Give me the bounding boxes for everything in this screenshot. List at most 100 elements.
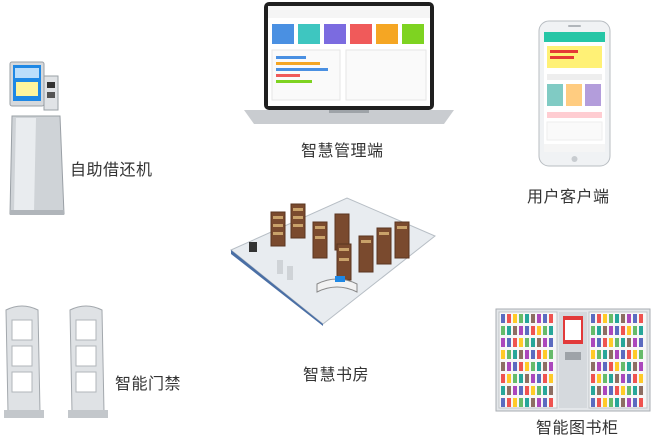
book-spine bbox=[537, 386, 541, 395]
book-spine bbox=[513, 326, 517, 335]
book-spine bbox=[513, 314, 517, 323]
book-spine bbox=[531, 326, 535, 335]
book-spine bbox=[525, 374, 529, 383]
book-spine bbox=[639, 398, 643, 407]
book-spine bbox=[507, 374, 511, 383]
book-spine bbox=[627, 374, 631, 383]
management-label: 智慧管理端 bbox=[301, 141, 384, 160]
book-spine bbox=[603, 398, 607, 407]
book-spine bbox=[531, 362, 535, 371]
book-spine bbox=[603, 386, 607, 395]
book-spine bbox=[513, 362, 517, 371]
book-spine bbox=[633, 350, 637, 359]
book-spine bbox=[549, 350, 553, 359]
book-spine bbox=[627, 338, 631, 347]
book-spine bbox=[597, 386, 601, 395]
book-spine bbox=[519, 374, 523, 383]
dashboard-tile bbox=[298, 24, 320, 44]
book-spine bbox=[639, 362, 643, 371]
book-spine bbox=[591, 398, 595, 407]
book-spine bbox=[513, 398, 517, 407]
book-spine bbox=[501, 362, 505, 371]
book-spine bbox=[531, 338, 535, 347]
book-spine bbox=[519, 326, 523, 335]
book-spine bbox=[627, 326, 631, 335]
book-spine bbox=[549, 338, 553, 347]
book-spine bbox=[591, 374, 595, 383]
book-spine bbox=[519, 362, 523, 371]
book-spine bbox=[525, 338, 529, 347]
dashboard-tile bbox=[350, 24, 372, 44]
book-spine bbox=[519, 338, 523, 347]
dashboard-tile bbox=[272, 24, 294, 44]
book-spine bbox=[597, 314, 601, 323]
book-spine bbox=[519, 386, 523, 395]
book-spine bbox=[513, 350, 517, 359]
book-spine bbox=[537, 326, 541, 335]
book-spine bbox=[549, 314, 553, 323]
book-spine bbox=[543, 386, 547, 395]
book-spine bbox=[507, 386, 511, 395]
book-spine bbox=[633, 338, 637, 347]
book-spine bbox=[591, 314, 595, 323]
security-gate-image bbox=[4, 305, 108, 418]
book-spine bbox=[627, 350, 631, 359]
book-spine bbox=[513, 374, 517, 383]
book-spine bbox=[615, 362, 619, 371]
book-spine bbox=[621, 362, 625, 371]
book-spine bbox=[615, 398, 619, 407]
book-spine bbox=[501, 398, 505, 407]
book-spine bbox=[633, 362, 637, 371]
book-spine bbox=[543, 398, 547, 407]
book-spine bbox=[603, 362, 607, 371]
dashboard-tile bbox=[402, 24, 424, 44]
book-spine bbox=[513, 386, 517, 395]
book-spine bbox=[543, 350, 547, 359]
book-spine bbox=[507, 398, 511, 407]
book-spine bbox=[609, 326, 613, 335]
book-spine bbox=[621, 338, 625, 347]
book-spine bbox=[549, 398, 553, 407]
book-spine bbox=[531, 374, 535, 383]
book-spine bbox=[507, 338, 511, 347]
book-spine bbox=[501, 386, 505, 395]
book-spine bbox=[609, 350, 613, 359]
book-spine bbox=[537, 362, 541, 371]
book-spine bbox=[501, 374, 505, 383]
book-spine bbox=[549, 374, 553, 383]
book-spine bbox=[537, 314, 541, 323]
book-spine bbox=[615, 350, 619, 359]
book-spine bbox=[501, 350, 505, 359]
book-spine bbox=[627, 314, 631, 323]
book-spine bbox=[543, 338, 547, 347]
book-spine bbox=[543, 374, 547, 383]
book-spine bbox=[531, 314, 535, 323]
book-spine bbox=[525, 362, 529, 371]
gate-label: 智能门禁 bbox=[115, 374, 182, 393]
book-spine bbox=[543, 326, 547, 335]
book-spine bbox=[525, 386, 529, 395]
dashboard-tile bbox=[376, 24, 398, 44]
book-spine bbox=[597, 398, 601, 407]
book-spine bbox=[633, 314, 637, 323]
book-spine bbox=[615, 386, 619, 395]
library-room-label: 智慧书房 bbox=[303, 365, 370, 384]
book-spine bbox=[597, 350, 601, 359]
book-spine bbox=[609, 314, 613, 323]
book-spine bbox=[501, 314, 505, 323]
book-spine bbox=[615, 314, 619, 323]
book-spine bbox=[591, 326, 595, 335]
book-spine bbox=[537, 350, 541, 359]
book-cabinet-image bbox=[495, 308, 651, 412]
book-spine bbox=[531, 350, 535, 359]
book-spine bbox=[633, 398, 637, 407]
book-spine bbox=[507, 314, 511, 323]
book-spine bbox=[609, 362, 613, 371]
book-spine bbox=[609, 338, 613, 347]
book-spine bbox=[591, 362, 595, 371]
book-spine bbox=[621, 374, 625, 383]
book-spine bbox=[531, 386, 535, 395]
book-spine bbox=[603, 314, 607, 323]
book-spine bbox=[525, 398, 529, 407]
book-spine bbox=[621, 326, 625, 335]
